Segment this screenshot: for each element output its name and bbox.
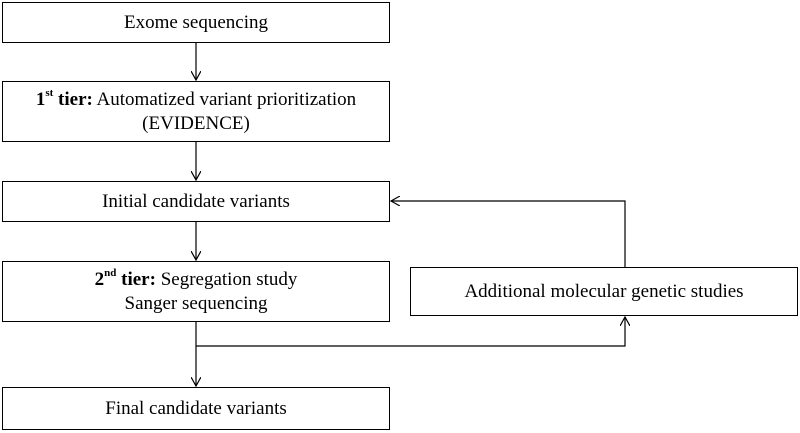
final-candidate-variants-label: Final candidate variants (105, 397, 287, 419)
initial-candidate-variants-box: Initial candidate variants (2, 181, 390, 222)
second-tier-description: Segregation study (155, 268, 298, 290)
first-tier-box: 1st tier: Automatized variant prioritiza… (2, 81, 390, 142)
arrow-additional-to-initial (391, 201, 626, 267)
second-tier-line1: 2nd tier: Segregation study (95, 268, 298, 292)
additional-studies-label: Additional molecular genetic studies (464, 280, 744, 302)
second-tier-line2: Sanger sequencing (124, 292, 268, 314)
second-tier-box: 2nd tier: Segregation study Sanger seque… (2, 261, 390, 322)
first-tier-line1: 1st tier: Automatized variant prioritiza… (36, 88, 356, 112)
first-tier-line2: (EVIDENCE) (142, 112, 250, 134)
exome-sequencing-label: Exome sequencing (123, 11, 269, 33)
first-tier-description: Automatized variant prioritization (92, 88, 357, 110)
exome-sequencing-box: Exome sequencing (2, 2, 390, 43)
additional-studies-box: Additional molecular genetic studies (410, 267, 798, 316)
arrow-to-additional-studies (196, 317, 625, 347)
second-tier-heading: 2nd tier: (94, 267, 156, 290)
final-candidate-variants-box: Final candidate variants (2, 387, 390, 430)
first-tier-heading: 1st tier: (35, 87, 93, 110)
initial-candidate-variants-label: Initial candidate variants (102, 190, 290, 212)
